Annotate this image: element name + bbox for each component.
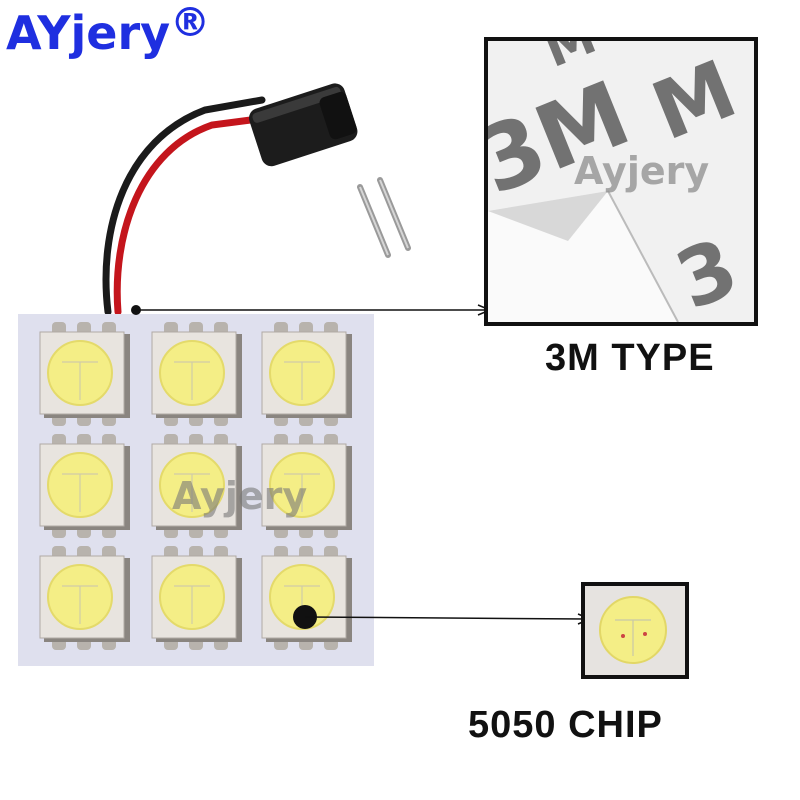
chip-trace	[174, 361, 210, 400]
led-chip	[151, 434, 242, 538]
chip-trace	[284, 473, 320, 512]
led-chip-grid	[39, 322, 352, 650]
brand-name: AYjery	[6, 6, 171, 60]
led-chip	[261, 322, 352, 426]
led-chip	[261, 434, 352, 538]
led-chip	[39, 546, 130, 650]
led-chip	[151, 546, 242, 650]
chip-trace	[62, 361, 98, 400]
chip-trace	[174, 585, 210, 624]
chip-type-label: 5050 CHIP	[468, 704, 663, 746]
led-chip	[39, 322, 130, 426]
wire-harness	[102, 83, 411, 316]
tape-watermark: Ayjery	[574, 149, 710, 193]
brand-logo: AYjery®	[6, 0, 210, 60]
chip-trace	[284, 361, 320, 400]
chip-trace	[174, 473, 210, 512]
board-watermark: Ayjery	[172, 474, 308, 518]
chip-trace	[62, 473, 98, 512]
tape-inset: 3M M 3 M Ayjery	[484, 37, 758, 326]
chip-closeup	[585, 586, 685, 675]
tape-texture: 3M M 3 M	[488, 41, 754, 322]
chip-trace	[62, 585, 98, 624]
led-chip	[39, 434, 130, 538]
leader-line-tape	[131, 304, 492, 316]
led-chip	[151, 322, 242, 426]
led-chip	[261, 546, 352, 650]
chip-inset	[581, 582, 689, 679]
trademark-symbol: ®	[170, 0, 211, 46]
tape-type-label: 3M TYPE	[545, 337, 715, 379]
